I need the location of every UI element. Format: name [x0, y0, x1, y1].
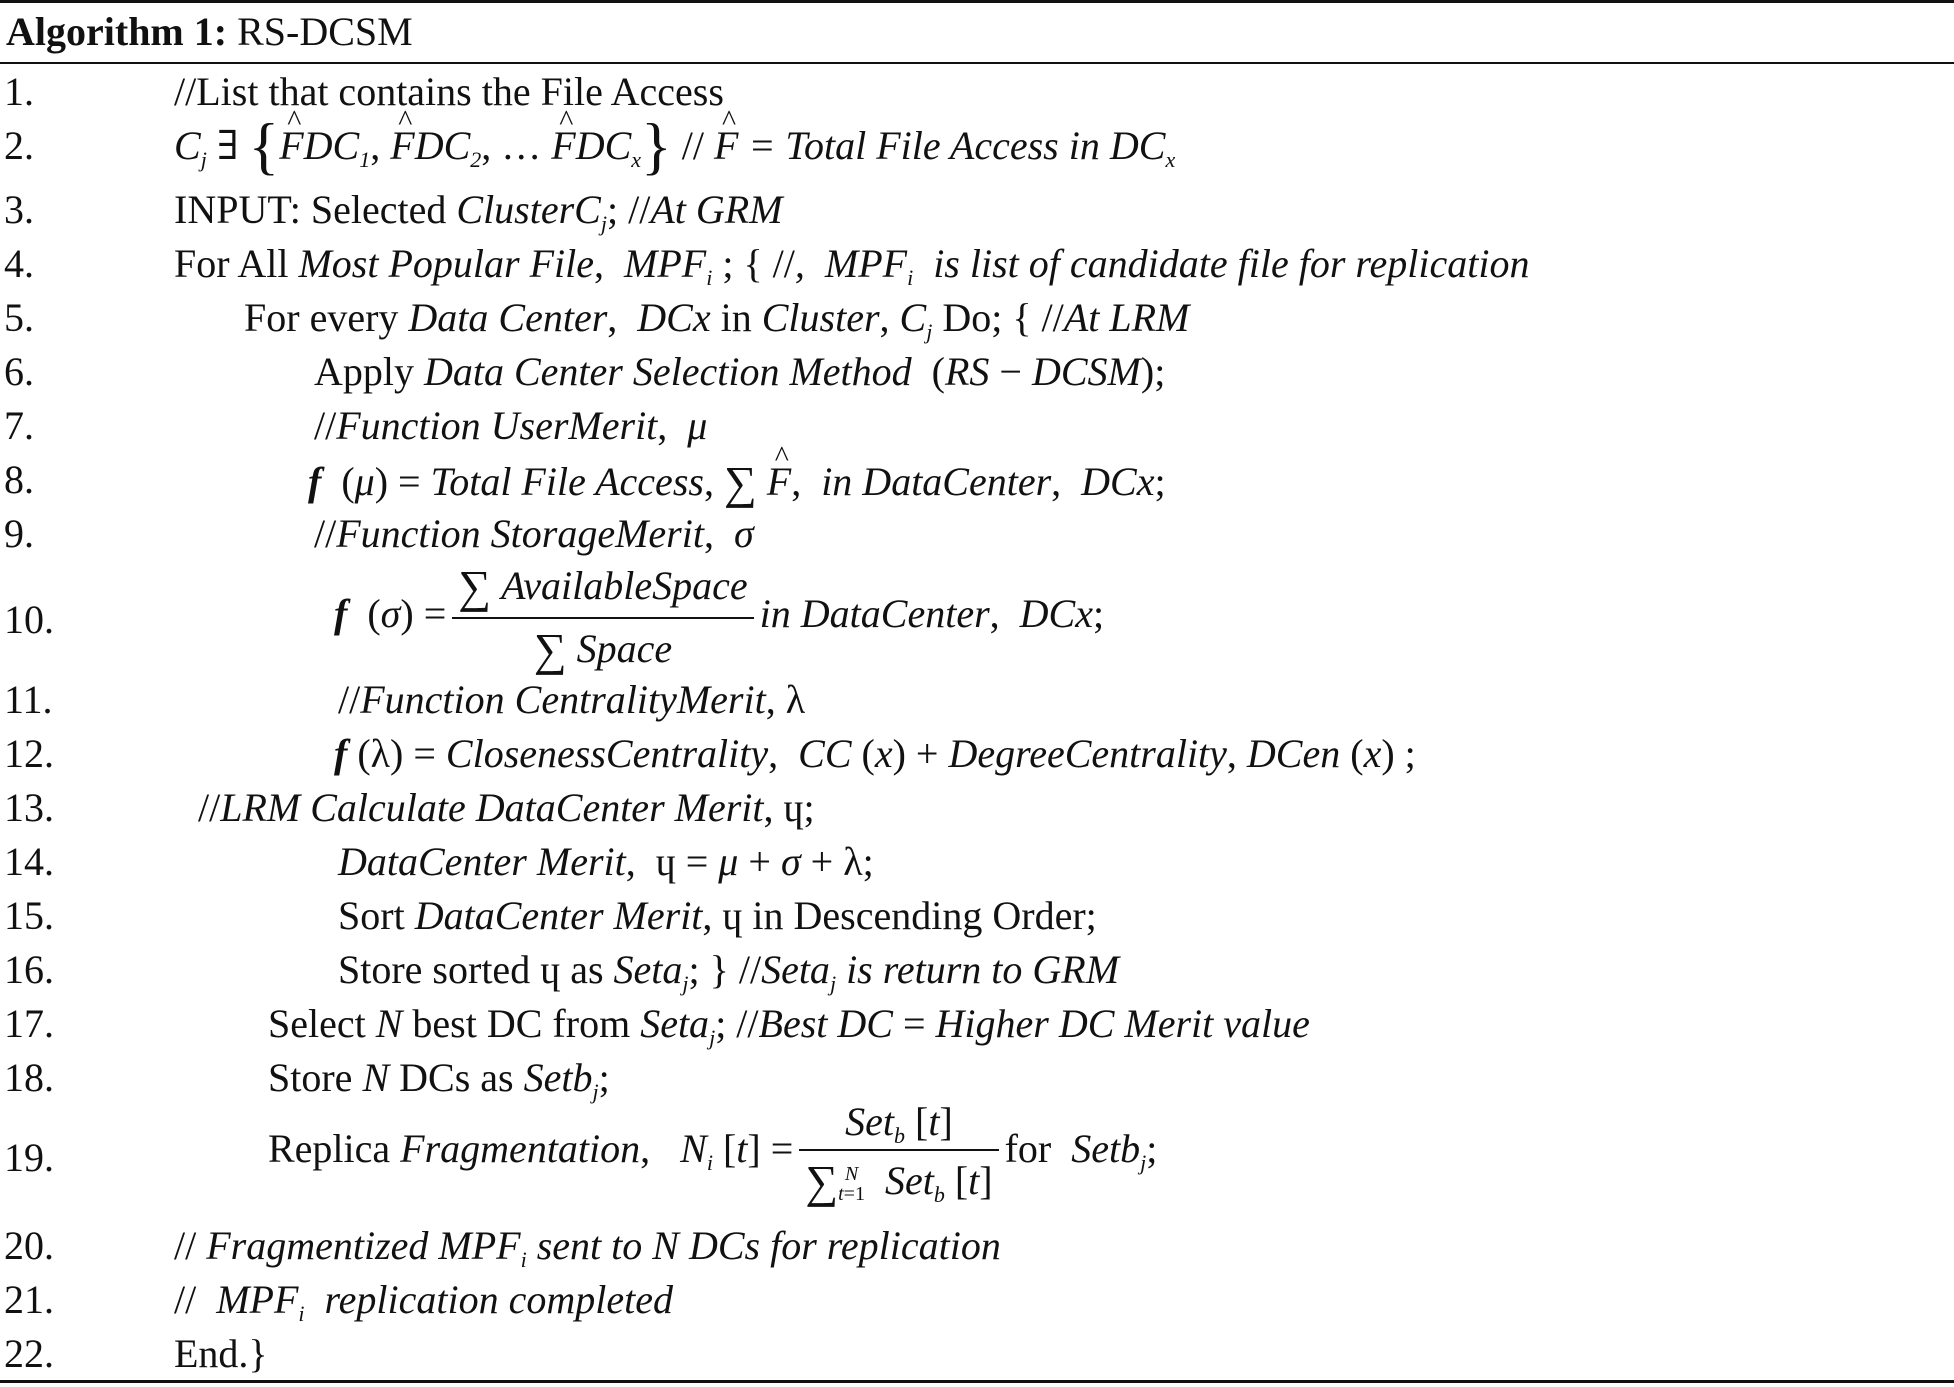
algorithm-line-19: Replica Fragmentation, Ni [t] =Setb [t]∑…: [268, 1099, 1158, 1207]
line-number: 9.: [4, 511, 34, 556]
algorithm-line-4: For All Most Popular File, MPFi ; { //, …: [174, 241, 1530, 290]
algorithm-line-8: f (μ) = Total File Access, ∑ F, in DataC…: [308, 440, 1166, 509]
line-number: 3.: [4, 187, 34, 232]
algorithm-line-3: INPUT: Selected ClusterCj; //At GRM: [174, 187, 783, 236]
caption-label: Algorithm 1:: [6, 9, 228, 54]
line-number: 5.: [4, 295, 34, 340]
line-number: 13.: [4, 785, 54, 830]
caption-name: RS-DCSM: [237, 9, 413, 54]
table-bottom-rule: [0, 1380, 1954, 1383]
line-number: 4.: [4, 241, 34, 286]
algorithm-line-5: For every Data Center, DCx in Cluster, C…: [244, 295, 1190, 344]
line-number: 20.: [4, 1223, 54, 1268]
line-number: 15.: [4, 893, 54, 938]
line-number: 17.: [4, 1001, 54, 1046]
algorithm-line-14: DataCenter Merit, ɥ = μ + σ + λ;: [338, 839, 874, 884]
line-number: 10.: [4, 597, 54, 642]
algorithm-line-15: Sort DataCenter Merit, ɥ in Descending O…: [338, 893, 1097, 938]
algorithm-line-2: Cj ∃ {FDC1, FDC2, … FDCx} // F = Total F…: [174, 104, 1175, 178]
table-top-rule: [0, 0, 1954, 3]
line-number: 1.: [4, 69, 34, 114]
caption-rule: [0, 62, 1954, 64]
algorithm-line-21: // MPFi replication completed: [174, 1277, 673, 1326]
line-number: 19.: [4, 1135, 54, 1180]
algorithm-line-18: Store N DCs as Setbj;: [268, 1055, 610, 1104]
line-number: 12.: [4, 731, 54, 776]
line-number: 14.: [4, 839, 54, 884]
line-number: 21.: [4, 1277, 54, 1322]
algorithm-line-6: Apply Data Center Selection Method (RS −…: [314, 349, 1166, 394]
line-number: 11.: [4, 677, 53, 722]
algorithm-line-17: Select N best DC from Setaj; //Best DC =…: [268, 1001, 1310, 1050]
algorithm-caption: Algorithm 1: RS-DCSM: [6, 8, 413, 55]
algorithm-line-20: // Fragmentized MPFi sent to N DCs for r…: [174, 1223, 1001, 1272]
algorithm-line-13: //LRM Calculate DataCenter Merit, ɥ;: [198, 785, 815, 830]
algorithm-line-22: End.}: [174, 1331, 268, 1376]
algorithm-line-9: //Function StorageMerit, σ: [314, 511, 754, 556]
algorithm-line-7: //Function UserMerit, μ: [314, 403, 708, 448]
algorithm-line-1: //List that contains the File Access: [174, 69, 724, 114]
line-number: 8.: [4, 457, 34, 502]
line-number: 16.: [4, 947, 54, 992]
algorithm-line-11: //Function CentralityMerit, λ: [338, 677, 806, 722]
line-number: 22.: [4, 1331, 54, 1376]
algorithm-line-16: Store sorted ɥ as Setaj; } //Setaj is re…: [338, 947, 1120, 996]
line-number: 6.: [4, 349, 34, 394]
line-number: 2.: [4, 123, 34, 168]
algorithm-line-12: f (λ) = ClosenessCentrality, CC (x) + De…: [334, 731, 1416, 776]
line-number: 7.: [4, 403, 34, 448]
line-number: 18.: [4, 1055, 54, 1100]
